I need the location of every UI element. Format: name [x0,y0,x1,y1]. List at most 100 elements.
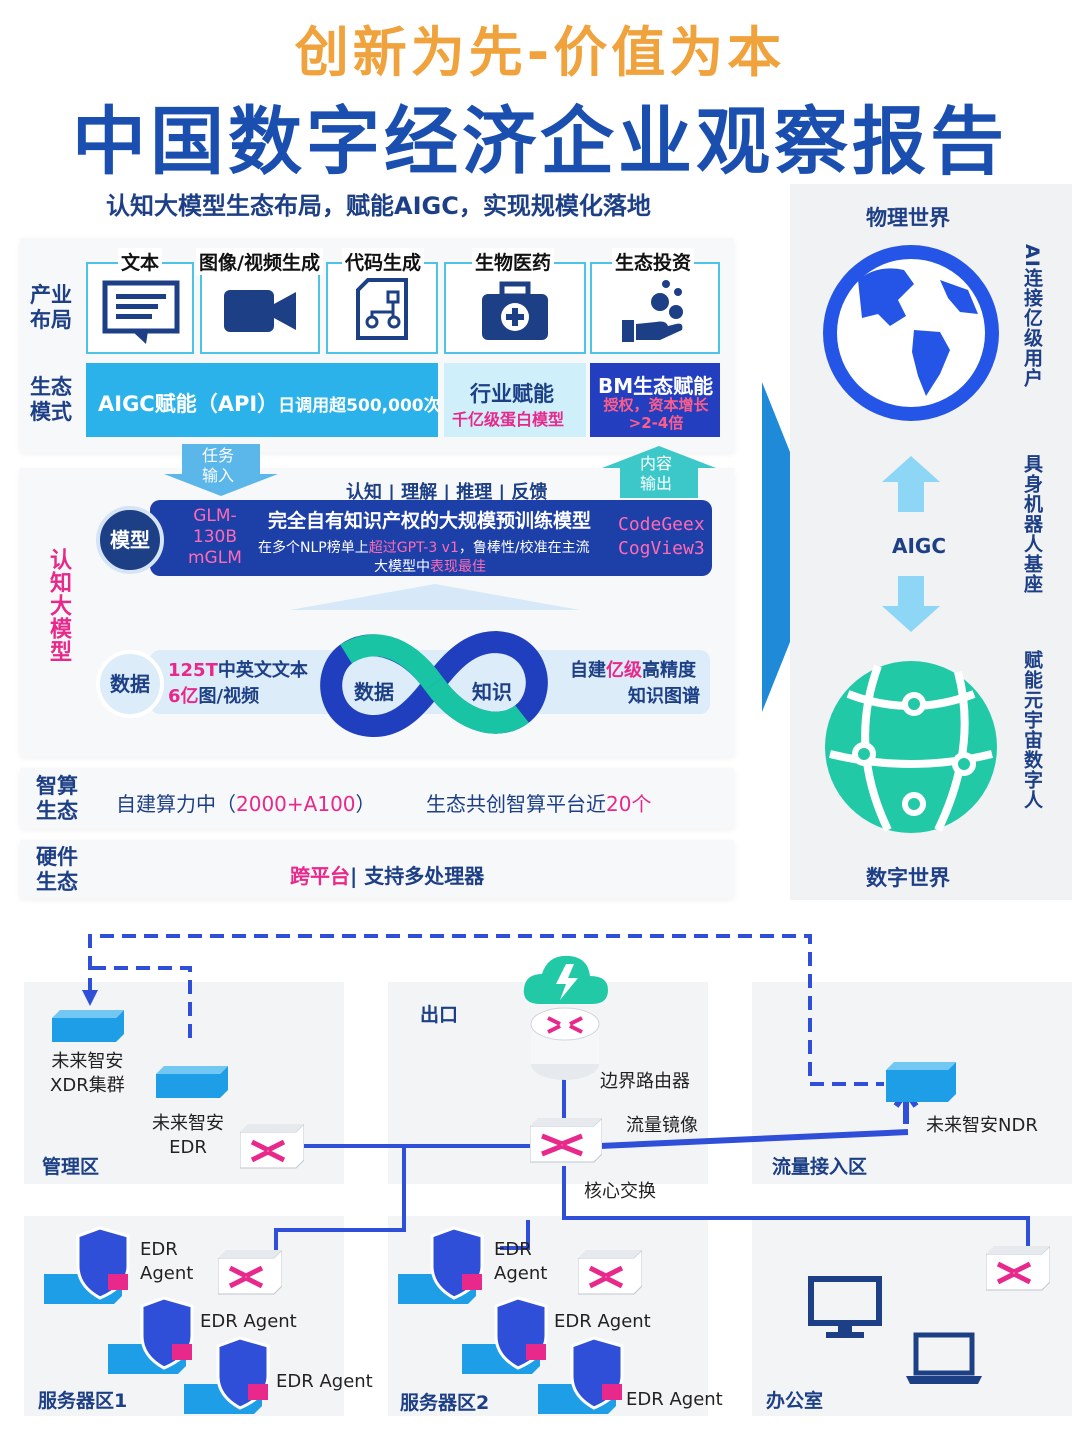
industry-empower-bar [444,363,586,437]
data-left-line2: 6亿图/视频 [168,682,259,708]
server-zone2-label: 服务器区2 [400,1392,490,1414]
upward-flow-icon [290,584,580,610]
world-side-text-3: 赋能元宇宙数字人 [1021,650,1043,810]
eco-label: 生态 模式 [30,375,72,424]
edr-server-icon [156,1066,228,1098]
physical-world-label: 物理世界 [866,206,950,230]
compute-item1b: 2000+A100 [236,792,356,816]
infinity-loop-icon [320,630,548,737]
model-desc-3: 大模型中 [374,559,430,575]
laptop-icon [906,1332,982,1384]
code-flow-icon [356,278,408,340]
aigc-api-label: AIGC赋能（API） [98,392,279,416]
cogview-label: CogView3 [618,538,705,559]
document-chat-icon [102,280,180,344]
investment-coins-icon [622,280,683,342]
xdr-cluster-label: 未来智安 XDR集群 [50,1051,125,1096]
data-right-line2: 知识图谱 [628,686,700,707]
xdr-cluster-server-icon [52,1010,124,1042]
industry-label: 产业 布局 [30,283,72,332]
model-title: 完全自有知识产权的大规模预训练模型 [268,510,592,532]
bm-eco-label: BM生态赋能 [598,374,714,398]
compute-item2b: 20个 [606,792,652,816]
data-left-line1: 125T中英文文本 [168,656,308,682]
mirror-label: 流量镜像 [626,1115,698,1136]
data-right-1c: 高精度 [642,660,696,681]
cognitive-side-label: 认知大模型 [46,548,71,663]
compute-item2a: 生态共创智算平台近 [426,792,606,816]
model-desc-line1: 在多个NLP榜单上超过GPT-3 v1，鲁棒性/校准在主流 [258,537,590,557]
title-top: 创新为先-价值为本 [294,21,786,84]
model-label: 模型 [96,506,164,574]
cognitive-chain: 认知 | 理解 | 推理 | 反馈 [346,482,548,503]
data-right-1a: 自建 [570,660,606,681]
hardware-item-b: | 支持多处理器 [350,864,485,888]
world-side-text-2: 具身机器人基座 [1021,454,1043,594]
edr-server-label: 未来智安 EDR [152,1113,224,1158]
globe-network-icon [825,661,997,833]
hardware-item-a: 跨平台 [290,864,350,888]
desktop-monitor-icon [808,1276,882,1338]
category-code: 代码生成 [342,248,425,275]
category-image-video: 图像/视频生成 [196,248,323,275]
aigc-api-text: AIGC赋能（API）日调用超500,000次 [98,388,441,418]
border-router-label: 边界路由器 [600,1071,690,1092]
hardware-panel [20,840,734,898]
core-switch-icon [530,1118,602,1163]
network-links [82,934,1030,1260]
data-left-2a: 6亿 [168,686,199,707]
model-desc-line2: 大模型中表现最佳 [374,556,486,576]
core-switch-label: 核心交换 [584,1181,656,1202]
server-zone2-switch-icon [578,1250,642,1295]
edr-agent-label-6: EDR Agent [626,1389,723,1410]
loop-knowledge-label: 知识 [472,680,512,704]
data-left-1a: 125T [168,660,218,681]
office-label: 办公室 [766,1390,824,1412]
edr-agent-shield-icon-3 [184,1336,270,1414]
edr-agent-label-2: EDR Agent [200,1311,297,1332]
compute-label: 智算 生态 [36,774,78,823]
model-desc-2: ，鲁棒性/校准在主流 [458,540,590,556]
digital-world-label: 数字世界 [866,866,950,890]
data-right-line1: 自建亿级高精度 [570,656,696,682]
model-desc-1: 在多个NLP榜单上 [258,540,369,556]
mgmt-zone-label: 管理区 [42,1156,100,1178]
compute-item2: 生态共创智算平台近20个 [426,788,651,817]
bm-eco-bar [590,363,720,437]
industry-empower-detail: 千亿级蛋白模型 [452,410,565,429]
video-camera-icon [224,290,296,332]
aigc-label: AIGC [892,534,947,558]
aigc-api-detail: 日调用超500,000次 [278,396,441,416]
cloud-lightning-icon [523,955,608,1004]
office-switch-icon [986,1246,1050,1291]
globe-earth-icon [823,245,999,421]
hardware-label: 硬件 生态 [36,845,78,894]
data-right-1b: 亿级 [606,660,642,681]
edr-agent-shield-icon [44,1226,130,1304]
data-left-1b: 中英文文本 [217,660,308,681]
title-main: 中国数字经济企业观察报告 [72,99,1008,185]
model-bar [150,500,712,576]
data-left-2b: 图/视频 [198,686,260,707]
codegeex-label: CodeGeex [618,514,705,535]
task-input-label: 任务 输入 [202,446,235,485]
bm-eco-detail: 授权，资本增长>2-4倍 [603,396,709,432]
medical-kit-icon [482,281,548,340]
category-text: 文本 [118,248,163,275]
model-desc-highlight: 超过GPT-3 v1 [368,540,459,556]
content-output-arrow-icon [602,446,716,498]
world-side-text-1: AI连接亿级用户 [1021,244,1043,388]
mgmt-switch-icon [240,1124,304,1169]
compute-item1a: 自建算力中（ [116,792,236,816]
edr-agent-label-4: EDR Agent [494,1239,548,1284]
server-zone1-label: 服务器区1 [38,1390,128,1412]
access-zone-label: 流量接入区 [772,1156,868,1178]
aigc-api-bar [86,363,438,437]
compute-panel [20,768,734,828]
hardware-item: 跨平台| 支持多处理器 [290,860,484,889]
content-output-label: 内容 输出 [640,454,673,493]
model-desc-highlight2: 表现最佳 [430,559,486,575]
edr-agent-shield-icon-2 [108,1296,194,1374]
compute-item1: 自建算力中（2000+A100） [116,788,376,817]
